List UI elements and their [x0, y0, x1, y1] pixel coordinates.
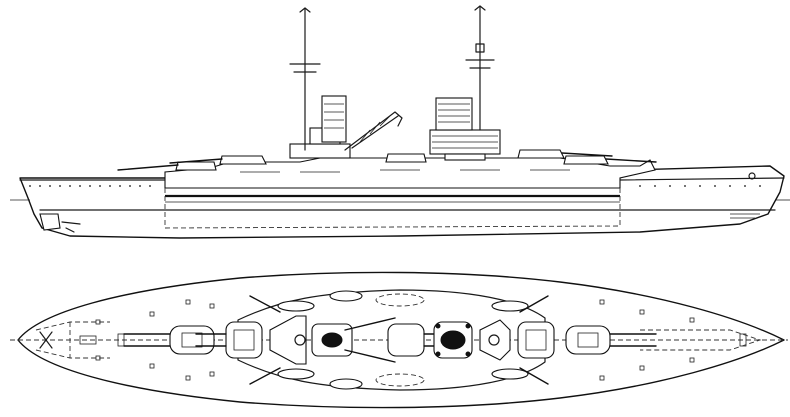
secondary-battery-plan — [249, 295, 549, 385]
profile-turrets — [117, 149, 657, 171]
turret-bow — [123, 325, 215, 355]
turret-superfiring-aft — [517, 321, 555, 359]
funnel-aft-plan — [433, 321, 473, 359]
aft-superstructure — [289, 7, 403, 159]
deck-fittings — [95, 299, 695, 381]
rudder — [39, 213, 61, 231]
aft-bridge-plan — [344, 317, 511, 363]
profile-view — [10, 5, 790, 239]
hawse-pipe — [748, 172, 756, 180]
turret-midship — [387, 323, 441, 357]
portholes — [29, 185, 761, 187]
fore-superstructure — [429, 5, 501, 161]
ship-boats — [277, 290, 529, 390]
turret-superfiring-fore — [195, 321, 263, 359]
propeller-shaft — [61, 221, 81, 233]
funnel-fore-plan — [311, 323, 353, 357]
casemates — [240, 169, 570, 173]
turret-stern — [565, 325, 657, 355]
belt-armor-outline — [164, 188, 621, 229]
stern-deck-details — [640, 329, 762, 351]
boat-crane — [344, 111, 403, 151]
main-deck-casemate — [164, 157, 656, 189]
fore-bridge-plan — [269, 315, 307, 365]
bow-deck-details — [35, 321, 110, 359]
